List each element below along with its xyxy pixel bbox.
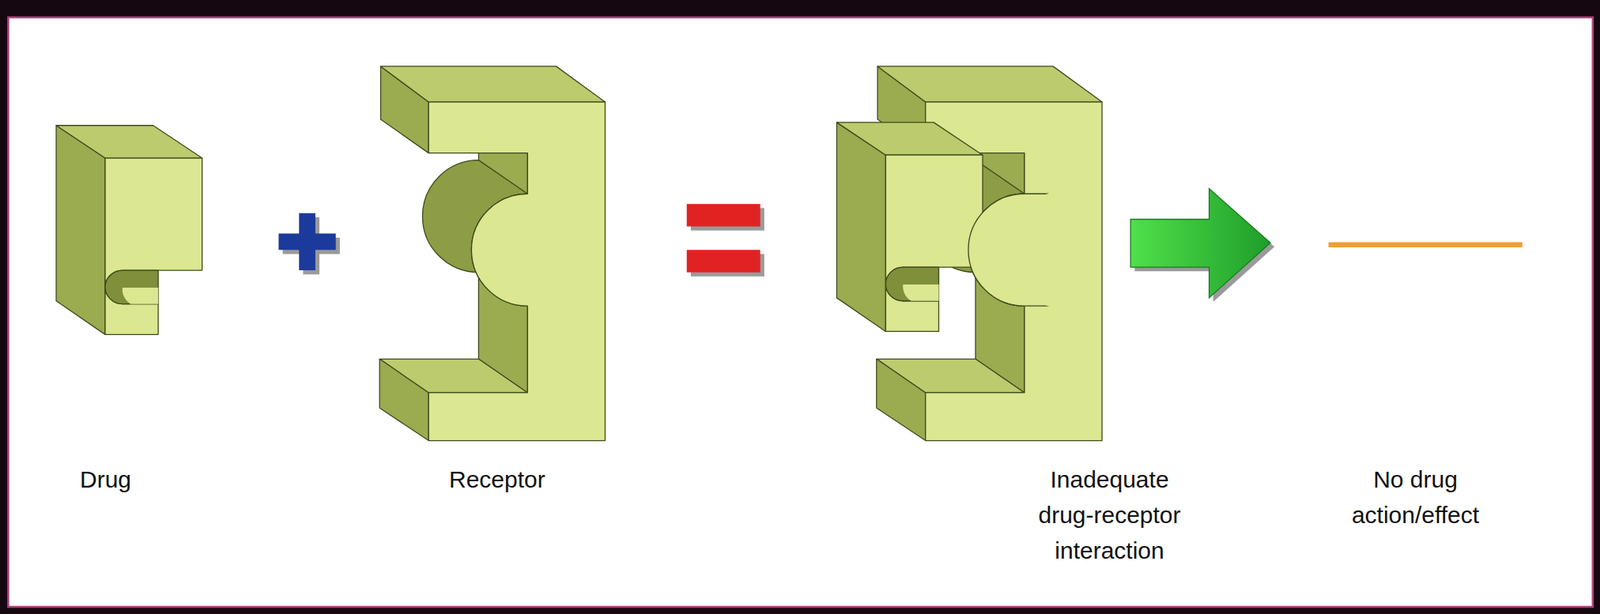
label-text: Receptor — [449, 466, 546, 493]
label-text: Drug — [79, 466, 132, 493]
plus-sign — [278, 213, 340, 275]
figure-label: No drug action/effect — [1330, 461, 1501, 533]
no-effect-line — [1328, 242, 1523, 248]
figure-label: Inadequate drug-receptor interaction — [1024, 461, 1195, 569]
result-arrow — [1130, 188, 1275, 302]
receptor-shape — [379, 66, 605, 442]
drug-shape — [56, 125, 203, 336]
label-text: No drug action/effect — [1351, 466, 1480, 529]
receptor-bulge — [968, 193, 1049, 306]
label-text: Inadequate drug-receptor interaction — [1037, 466, 1181, 564]
figure-label: Receptor — [449, 461, 639, 498]
figure-label: Drug — [79, 461, 207, 498]
drug-shape — [836, 122, 983, 333]
equals-sign — [686, 203, 765, 277]
